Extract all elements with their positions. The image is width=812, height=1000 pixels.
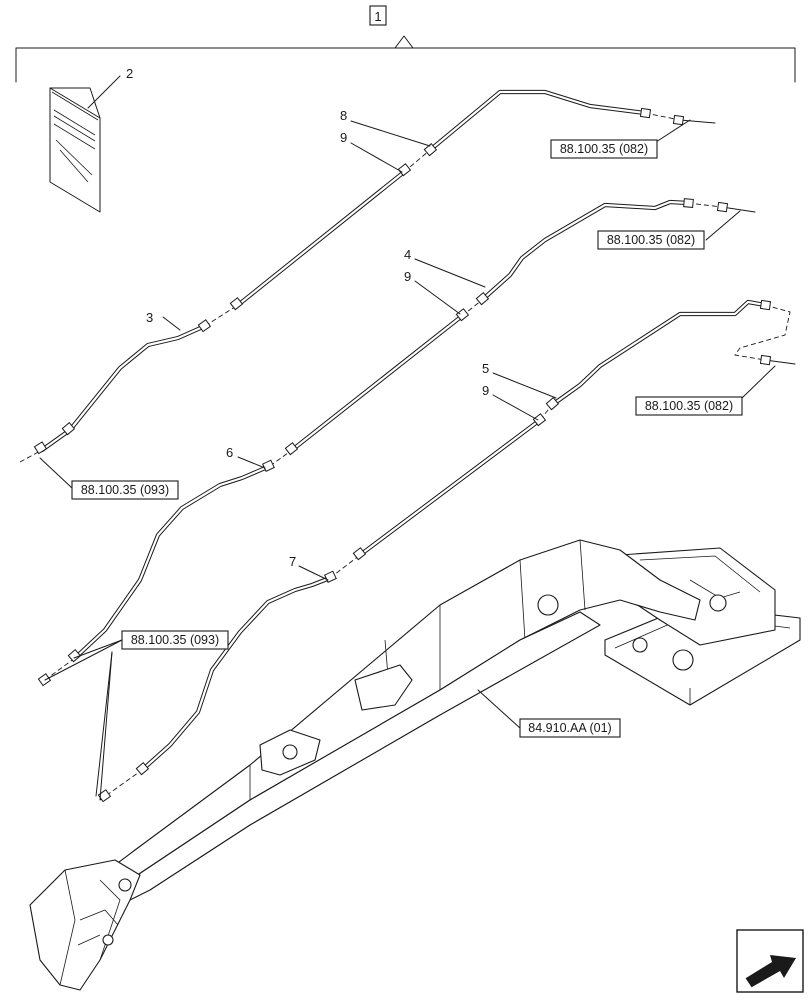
fitting [683,198,694,208]
fitting [716,201,729,213]
item-2-label: 2 [126,66,133,81]
fitting [61,422,76,436]
item-9b-label: 9 [404,269,411,284]
item-8-label: 8 [340,108,347,123]
next-page-arrow-icon[interactable] [736,929,804,993]
reference-left-lower[interactable]: 88.100.35 (093) [121,630,229,650]
reference-left-lower-text: 88.100.35 (093) [131,633,219,647]
reference-middle-text: 88.100.35 (082) [607,233,695,247]
reference-right[interactable]: 88.100.35 (082) [635,396,743,416]
reference-top-text: 88.100.35 (082) [560,142,648,156]
fitting [284,442,299,456]
item-5-label: 5 [482,361,489,376]
fitting [455,308,470,322]
item-9a-label: 9 [340,130,347,145]
reference-right-text: 88.100.35 (082) [645,399,733,413]
fitting [532,413,547,427]
kit-label: 1 [374,9,381,24]
item-7-label: 7 [289,554,296,569]
fitting [545,397,560,411]
reference-boom-text: 84.910.AA (01) [528,721,611,735]
excavator-boom [29,539,801,991]
reference-top[interactable]: 88.100.35 (082) [550,139,658,159]
fitting [759,354,772,366]
fitting [639,107,652,119]
fitting [135,762,150,776]
kit-bracket: 1 [15,5,796,83]
leader-lines [39,119,776,801]
fitting [67,649,82,663]
reference-left-upper-text: 88.100.35 (093) [81,483,169,497]
fitting [229,297,244,311]
fitting [33,441,48,455]
fitting [759,299,772,311]
hose-set-upper [19,89,716,463]
item-9c-label: 9 [482,383,489,398]
fitting [672,114,685,126]
fitting [475,292,490,306]
fitting [423,143,438,157]
fitting [352,547,367,561]
hose-set-middle [37,198,756,687]
fitting [37,673,52,687]
reference-middle[interactable]: 88.100.35 (082) [597,230,705,250]
item-4-label: 4 [404,247,411,262]
fitting [197,319,212,333]
item-6-label: 6 [226,445,233,460]
fitting [397,163,412,177]
reference-boom[interactable]: 84.910.AA (01) [519,718,621,738]
item-3-label: 3 [146,310,153,325]
reference-left-upper[interactable]: 88.100.35 (093) [71,480,179,500]
fitting [97,789,112,803]
kit-label-box [369,5,387,26]
hose-set-lower [97,299,796,803]
instruction-manual-icon: 2 [49,66,133,213]
